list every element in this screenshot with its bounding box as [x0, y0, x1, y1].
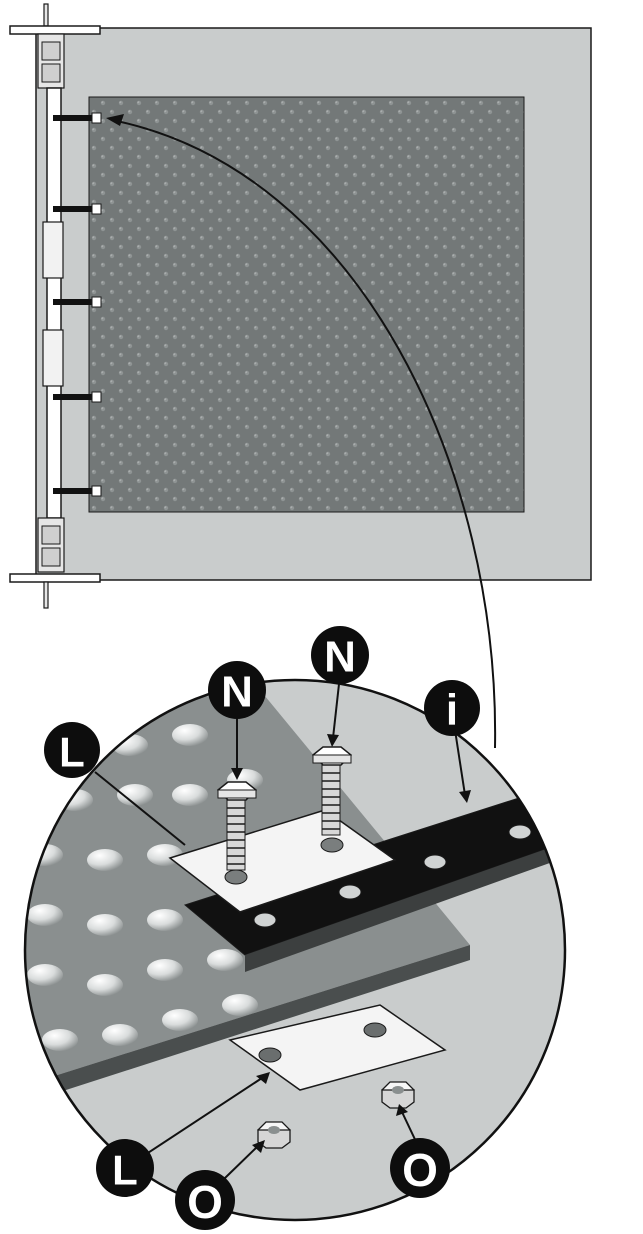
callout-o-right-label: O [402, 1144, 438, 1196]
bottom-plate [228, 1004, 447, 1091]
callout-l-bottom-label: L [112, 1147, 138, 1194]
gate-frame-view [9, 3, 592, 609]
callout-n-left-label: N [221, 668, 253, 717]
detail-magnifier [23, 678, 567, 1222]
callout-l-top-label: L [59, 729, 85, 776]
strap-4 [53, 391, 102, 403]
strap-2 [53, 203, 102, 215]
bolt-left [216, 781, 258, 871]
callout-o-left-label: O [187, 1176, 223, 1228]
detail-leader-arrow [111, 119, 497, 749]
nut-left [257, 1121, 291, 1149]
detail-strap [183, 779, 565, 972]
callout-n-right-label: N [324, 633, 356, 682]
callout-o-left: O [175, 1170, 235, 1230]
bolt-right [311, 746, 353, 836]
callout-i: i [424, 680, 480, 736]
nut-right [381, 1081, 415, 1109]
mesh-texture [89, 97, 524, 512]
detail-leader-arrowhead [106, 114, 124, 126]
strap-3 [53, 296, 102, 308]
callout-n-right: N [311, 626, 369, 684]
strap-1 [53, 112, 102, 124]
callout-i-label: i [446, 686, 458, 735]
callout-o-right: O [390, 1138, 450, 1198]
mounting-straps [53, 112, 102, 497]
strap-5 [53, 485, 102, 497]
callout-l-top: L [44, 722, 100, 778]
callout-n-left: N [208, 661, 266, 719]
callout-l-bottom: L [96, 1139, 154, 1197]
mesh-dimples [27, 724, 263, 1051]
